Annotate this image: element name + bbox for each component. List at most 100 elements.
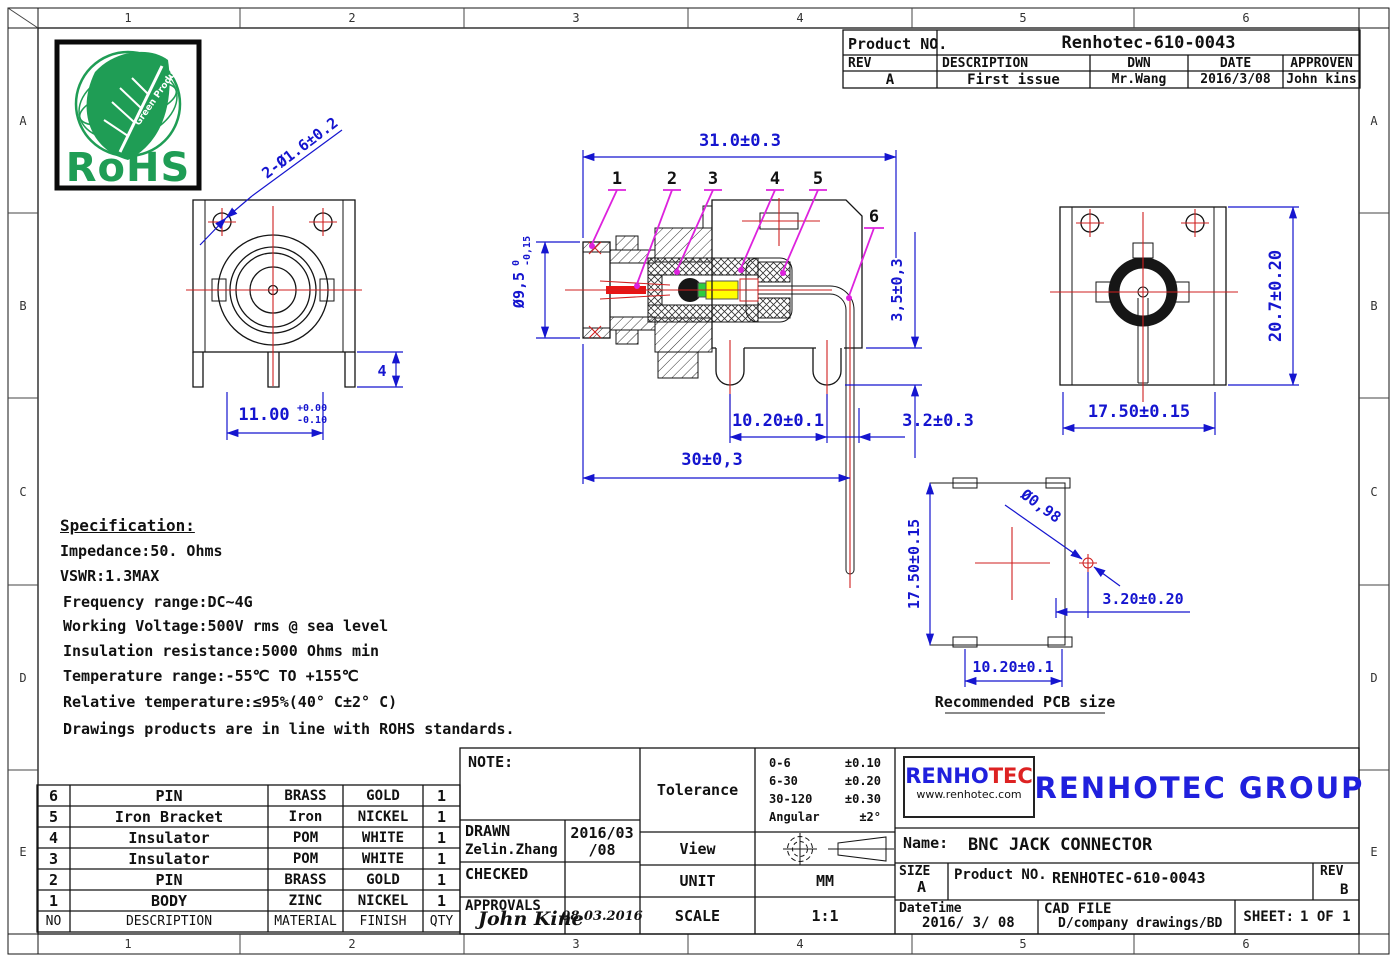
bom-desc-6: PIN (155, 786, 183, 805)
bom-qty-6: 1 (436, 786, 447, 805)
note-label: NOTE: (468, 753, 514, 771)
grid-row-e2: E (1370, 845, 1378, 859)
view-label: View (679, 839, 716, 858)
bom-qty-3: 1 (436, 849, 447, 868)
grid-row-a2: A (1370, 113, 1378, 128)
callout-3: 3 (708, 169, 718, 189)
pcb-view: Ø0,98 17.50±0.15 3.20±0.20 10.20±0.1 Rec… (905, 477, 1190, 714)
date-col-header: DATE (1219, 55, 1252, 71)
bom-header-description: DESCRIPTION (125, 914, 213, 929)
dim-rear-h: 20.7±0.20 (1266, 250, 1286, 342)
dim-sec-off: 3.2±0.3 (902, 411, 974, 431)
rear-view: 17.50±0.15 20.7±0.20 (1050, 206, 1299, 435)
name-label: Name: (903, 834, 949, 852)
product-value: RENHOTEC-610-0043 (1052, 869, 1206, 887)
front-hole-dim: 2-Ø1.6±0.2 (199, 114, 343, 246)
bom-fin-5: NICKEL (357, 808, 409, 825)
bom-qty-2: 1 (436, 870, 447, 889)
grid-row-d2: D (1370, 670, 1378, 685)
dim-sec-len: 31.0±0.3 (699, 131, 781, 151)
front-width-dim: 11.00 +0.00 -0.10 (226, 392, 327, 440)
size-label: SIZE (899, 864, 931, 879)
tolerance-range-4: Angular (769, 810, 820, 824)
bom-desc-4: Insulator (128, 828, 210, 847)
rev-label: REV (1320, 864, 1344, 879)
bom-qty-1: 1 (436, 891, 447, 910)
callout-1: 1 (612, 169, 622, 189)
projection-view-icon (783, 833, 894, 865)
title-block-grid (459, 747, 1360, 935)
rev-approven: John kins (1286, 72, 1357, 87)
dim-front-leg: 4 (377, 362, 386, 380)
bom-mat-4: POM (292, 829, 319, 846)
bom-mat-1: ZINC (288, 892, 323, 909)
bom-no-2: 2 (48, 870, 59, 889)
bom-desc-3: Insulator (128, 849, 210, 868)
dim-front-width-tp: +0.00 (297, 403, 327, 414)
dim-sec-dia-tm: -0,15 (522, 236, 533, 266)
name-value: BNC JACK CONNECTOR (968, 835, 1153, 855)
callout-6: 6 (869, 207, 879, 227)
bom-mat-5: Iron (288, 808, 323, 825)
logo-url: www.renhotec.com (916, 788, 1022, 801)
callout-5: 5 (813, 169, 823, 189)
dim-sec-tail: 3,5±0,3 (888, 258, 906, 321)
dim-rear-w: 17.50±0.15 (1088, 402, 1190, 422)
approven-col-header: APPROVEN (1290, 55, 1353, 71)
rohs-title: RoHS (66, 145, 191, 191)
sec-dia-dim: Ø9,5 0 -0,15 (510, 236, 580, 339)
grid-col-6: 6 (1242, 11, 1250, 25)
dim-front-holes: 2-Ø1.6±0.2 (259, 114, 342, 183)
approvals-date: 08.03.2016 (561, 908, 643, 924)
grid-row-d: D (19, 670, 27, 685)
rev-description: First issue (967, 71, 1060, 88)
sheet-info: SHEET: 1 OF 1 (1235, 900, 1359, 934)
bom-desc-1: BODY (150, 891, 188, 910)
dim-front-width-tm: -0.10 (297, 415, 327, 426)
unit-label: UNIT (679, 872, 716, 890)
tolerance-value-4: ±2° (859, 810, 881, 824)
grid-row-b: B (19, 298, 27, 313)
dim-pcb-hole: Ø0,98 (1017, 485, 1065, 527)
bom-mat-6: BRASS (284, 787, 327, 804)
bom-header-no: NO (45, 914, 62, 929)
size-value: A (916, 878, 927, 896)
dim-front-width: 11.00 (238, 405, 289, 425)
callout-2: 2 (667, 169, 677, 189)
grid-col-5: 5 (1019, 11, 1027, 25)
callout-4: 4 (770, 169, 780, 189)
product-label: Product NO. (954, 867, 1047, 883)
drawn-name: Zelin.Zhang (465, 842, 558, 858)
bom-qty-4: 1 (436, 828, 447, 847)
logo-text-accent: TEC (988, 764, 1033, 788)
bom-fin-6: GOLD (366, 787, 400, 804)
approvals-signature: John Kine (478, 908, 584, 930)
revision-table-grid (842, 29, 1361, 89)
product-no-label: Product NO. (848, 35, 948, 53)
datetime-label: DateTime (899, 901, 962, 916)
bom-header-material: MATERIAL (274, 914, 337, 929)
renhotec-logo: RENHOTEC www.renhotec.com (903, 756, 1035, 818)
tolerance-range-3: 30-120 (769, 792, 813, 806)
spec-line-voltage: Working Voltage:500V rms @ sea level (63, 617, 389, 635)
scale-label: SCALE (674, 906, 721, 925)
company-group-name: RENHOTEC GROUP (1034, 771, 1365, 805)
spec-line-humidity: Relative temperature:≤95%(40° C±2° C) (63, 693, 398, 711)
grid-col-4: 4 (796, 11, 804, 25)
grid-col-3: 3 (572, 11, 580, 25)
dim-sec-dia: Ø9,5 (510, 272, 528, 309)
bom-no-4: 4 (48, 828, 59, 847)
tolerance-range-1: 0-6 (769, 756, 791, 770)
bom-fin-1: NICKEL (357, 892, 409, 909)
bom-fin-3: WHITE (361, 850, 405, 867)
grid-col-1b: 1 (124, 937, 132, 951)
spec-line-insulation: Insulation resistance:5000 Ohms min (63, 642, 380, 660)
grid-row-e: E (19, 845, 27, 859)
dwn-col-header: DWN (1127, 55, 1151, 71)
spec-line-vswr: VSWR:1.3MAX (60, 567, 160, 585)
tolerance-value-3: ±0.30 (844, 792, 881, 806)
description-col-header: DESCRIPTION (942, 56, 1029, 71)
dim-pcb-h: 17.50±0.15 (905, 519, 923, 609)
